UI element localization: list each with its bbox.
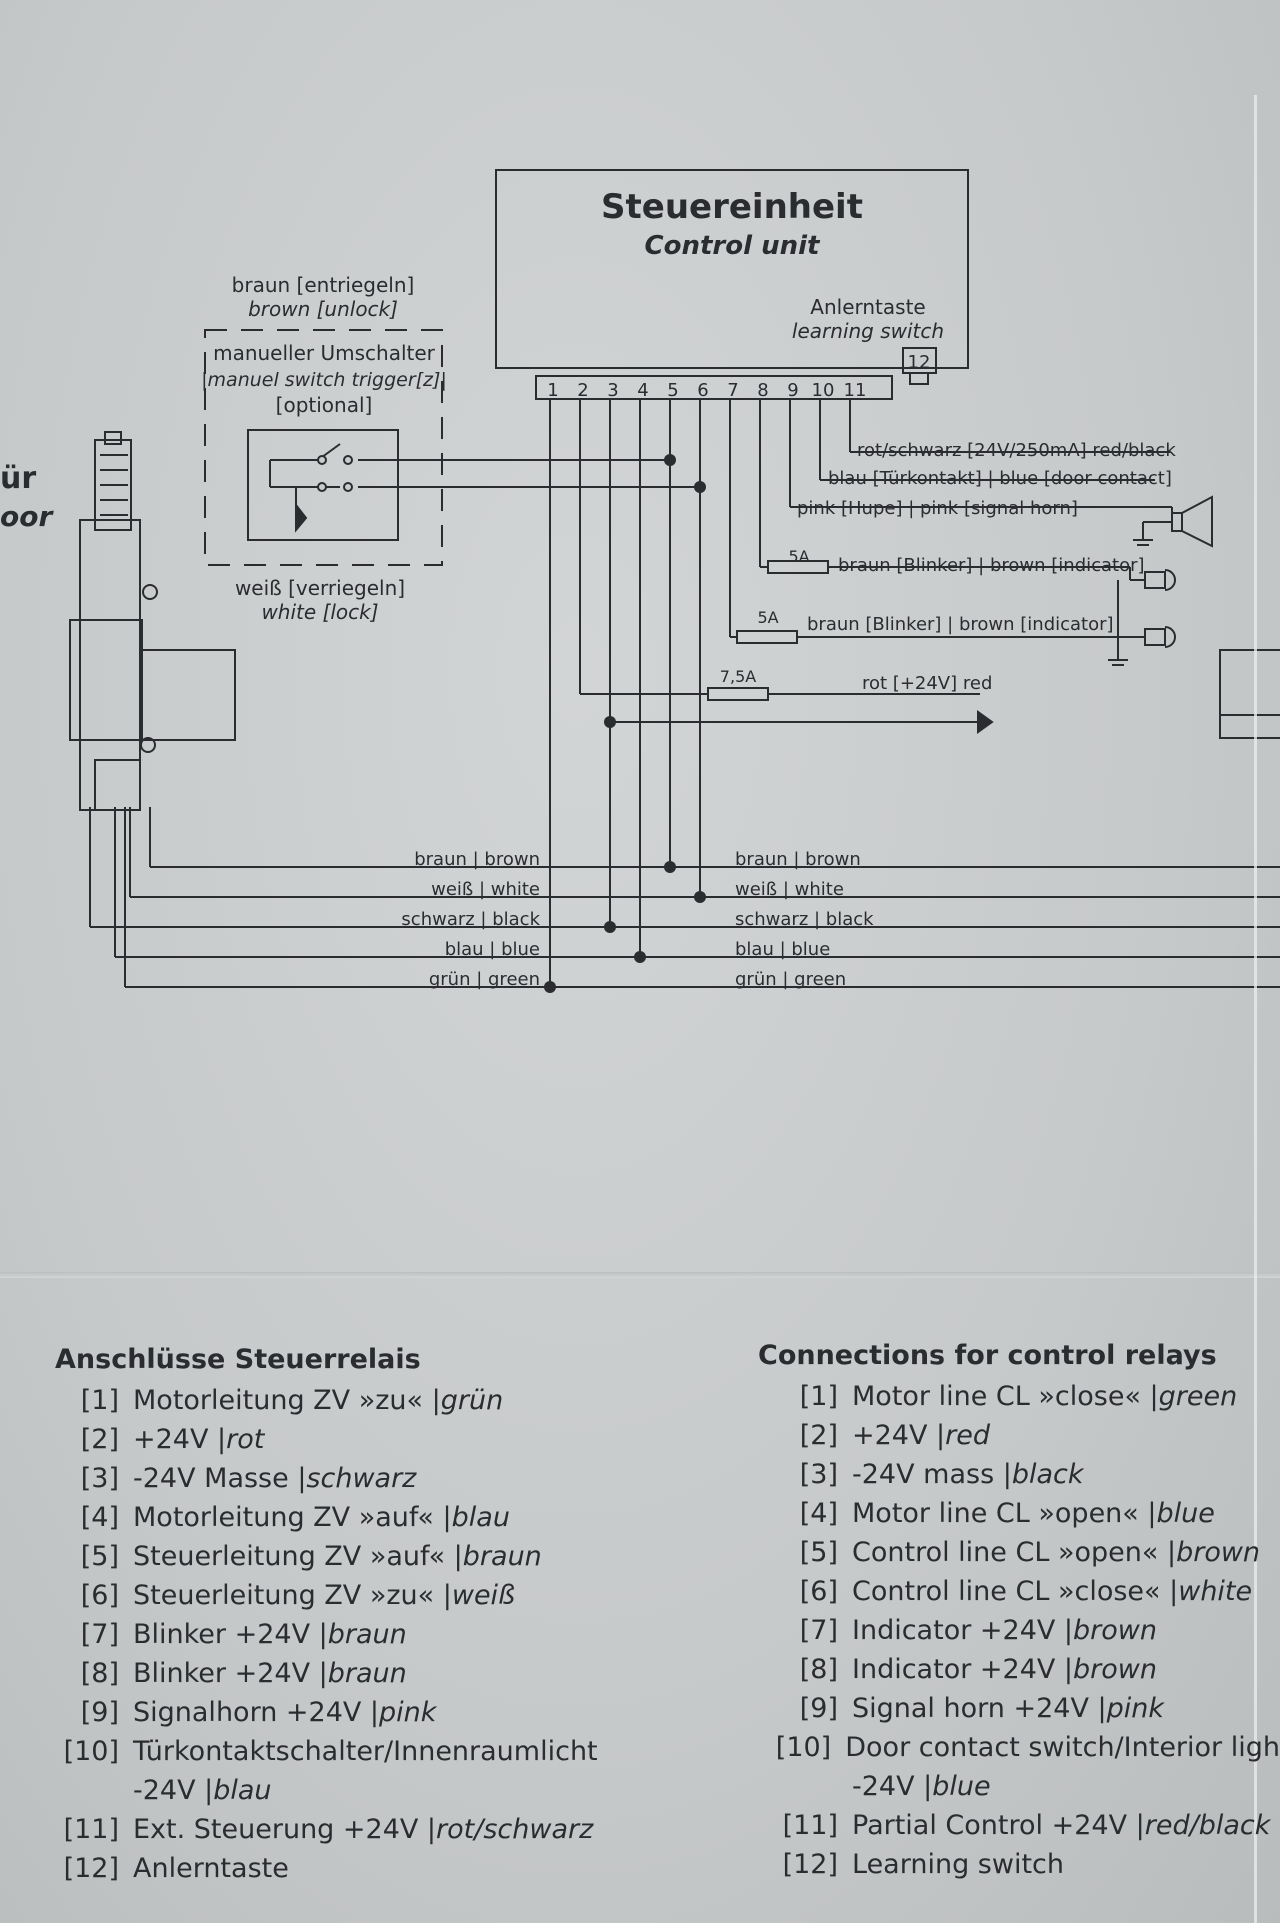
bus-label-right: schwarz | black bbox=[735, 909, 874, 930]
bus-label-left: schwarz | black bbox=[401, 909, 540, 930]
legend-english-heading: Connections for control relays bbox=[758, 1340, 1217, 1371]
fuse-8-label: 5A bbox=[788, 547, 809, 566]
legend-item: [9]Signalhorn +24V | pink bbox=[80, 1697, 437, 1728]
legend-item: [12]Anlerntaste bbox=[63, 1853, 289, 1884]
legend-item: [10]Türkontaktschalter/Innenraumlicht bbox=[63, 1736, 598, 1767]
pin-number: 2 bbox=[577, 380, 588, 401]
pin-number: 9 bbox=[787, 380, 798, 401]
fuse-2-label: 7,5A bbox=[720, 667, 756, 686]
legend-item: [2]+24V | red bbox=[799, 1420, 990, 1451]
pin-number: 10 bbox=[812, 380, 835, 401]
bus-label-left: braun | brown bbox=[414, 849, 540, 870]
lock-label-de: weiß [verriegeln] bbox=[235, 576, 405, 600]
paper-edge bbox=[1254, 95, 1257, 1923]
control-unit-box bbox=[495, 169, 969, 369]
legend-item: [4]Motor line CL »open« | blue bbox=[799, 1498, 1215, 1529]
legend-item: [3]-24V mass | black bbox=[799, 1459, 1084, 1490]
bus-label-right: grün | green bbox=[735, 969, 846, 990]
pin-number: 4 bbox=[637, 380, 648, 401]
left-cut-text-1: ür bbox=[0, 461, 36, 496]
left-cut-text-2: oor bbox=[0, 500, 54, 533]
legend-item-continuation: -24V | blue bbox=[852, 1771, 991, 1802]
manual-switch-optional: [optional] bbox=[276, 393, 373, 417]
legend-item: [8]Indicator +24V | brown bbox=[799, 1654, 1157, 1685]
control-unit-title-de: Steuereinheit bbox=[601, 187, 863, 227]
legend-item: [11]Ext. Steuerung +24V | rot/schwarz bbox=[63, 1814, 594, 1845]
unlock-label-en: brown [unlock] bbox=[248, 297, 398, 321]
door-actuator bbox=[79, 519, 141, 811]
bus-label-right: braun | brown bbox=[735, 849, 861, 870]
bus-label-right: blau | blue bbox=[735, 939, 830, 960]
pin-7-label: braun [Blinker] | brown [indicator] bbox=[807, 614, 1114, 635]
manual-switch-box bbox=[247, 429, 399, 541]
legend-item: [12]Learning switch bbox=[782, 1849, 1064, 1880]
legend-item: [6]Steuerleitung ZV »zu« | weiß bbox=[80, 1580, 516, 1611]
legend-item: [11]Partial Control +24V |red/black bbox=[782, 1810, 1271, 1841]
lock-label-en: white [lock] bbox=[261, 600, 378, 624]
legend-item: [2]+24V | rot bbox=[80, 1424, 265, 1455]
bus-label-right: weiß | white bbox=[735, 879, 844, 900]
bus-label-left: blau | blue bbox=[445, 939, 540, 960]
legend-german: Anschlüsse Steuerrelais [1]Motorleitung … bbox=[55, 1343, 635, 1888]
pin-number: 1 bbox=[547, 380, 558, 401]
pin-number: 3 bbox=[607, 380, 618, 401]
manual-switch-label-de: manueller Umschalter bbox=[213, 341, 436, 365]
legend-item: [7]Indicator +24V | brown bbox=[799, 1615, 1157, 1646]
pin-number: 11 bbox=[844, 380, 867, 401]
pin-2-label: rot [+24V] red bbox=[862, 673, 992, 694]
bus-label-left: weiß | white bbox=[431, 879, 540, 900]
legend-item: [7]Blinker +24V | braun bbox=[80, 1619, 407, 1650]
pin-number: 8 bbox=[757, 380, 768, 401]
pin-8-label: braun [Blinker] | brown [indicator] bbox=[838, 555, 1145, 576]
legend-item: [5]Steuerleitung ZV »auf« | braun bbox=[80, 1541, 542, 1572]
legend-item: [8]Blinker +24V | braun bbox=[80, 1658, 407, 1689]
legend-item-continuation: -24V | blau bbox=[133, 1775, 272, 1806]
learning-switch-de: Anlerntaste bbox=[810, 295, 925, 319]
pin-12-label: 12 bbox=[908, 352, 931, 373]
legend-item: [4]Motorleitung ZV »auf« | blau bbox=[80, 1502, 510, 1533]
control-unit-title-en: Control unit bbox=[645, 231, 821, 261]
legend-german-heading: Anschlüsse Steuerrelais bbox=[55, 1344, 421, 1375]
wiring-diagram: Steuereinheit Control unit Anlerntaste l… bbox=[0, 169, 1280, 993]
paper-fold bbox=[0, 1272, 1280, 1278]
pin-number: 7 bbox=[727, 380, 738, 401]
pin-9-label: pink [Hupe] | pink [signal horn] bbox=[797, 498, 1078, 519]
pin-number: 5 bbox=[667, 380, 678, 401]
legend-item: [3]-24V Masse | schwarz bbox=[80, 1463, 417, 1494]
legend-item: [5]Control line CL »open« | brown bbox=[799, 1537, 1261, 1568]
pin-11-label: rot/schwarz [24V/250mA] red/black bbox=[857, 440, 1176, 461]
fuse-7-label: 5A bbox=[757, 608, 778, 627]
legend-item: [6]Control line CL »close« | white bbox=[799, 1576, 1253, 1607]
bus-label-left: grün | green bbox=[429, 969, 540, 990]
unlock-label-de: braun [entriegeln] bbox=[232, 273, 415, 297]
terminal-strip bbox=[535, 375, 893, 400]
legend-item: [9]Signal horn +24V | pink bbox=[799, 1693, 1164, 1724]
pin-number: 6 bbox=[697, 380, 708, 401]
pin-10-label: blau [Türkontakt] | blue [door contact] bbox=[828, 468, 1172, 489]
manual-switch-dashed-box bbox=[204, 329, 443, 566]
manual-switch-label-en: |manuel switch trigger[z]| bbox=[201, 369, 447, 391]
learning-switch-en: learning switch bbox=[792, 319, 944, 343]
bus-labels: braun | brown weiß | white schwarz | bla… bbox=[401, 849, 874, 990]
legend-item: [1]Motor line CL »close« | green bbox=[799, 1381, 1238, 1412]
pin-numbers: 1 2 3 4 5 6 7 8 9 10 11 bbox=[547, 380, 866, 401]
legend-item: [1]Motorleitung ZV »zu« | grün bbox=[80, 1385, 504, 1416]
legend-english: Connections for control relays [1]Motor … bbox=[758, 1339, 1280, 1884]
legend-item: [10]Door contact switch/Interior ligh bbox=[775, 1732, 1280, 1763]
